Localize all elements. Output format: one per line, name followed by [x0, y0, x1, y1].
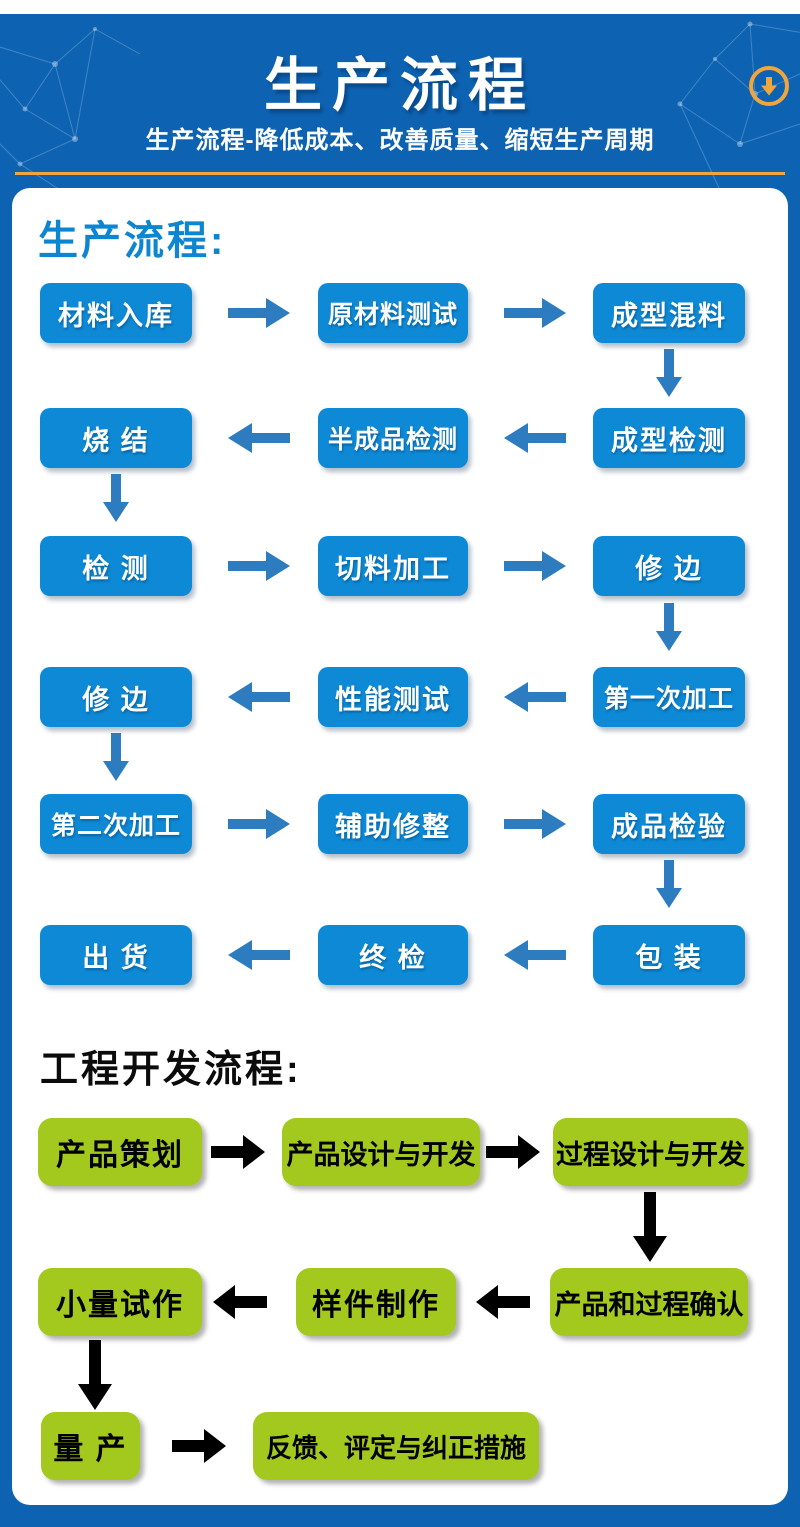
page-subtitle: 生产流程-降低成本、改善质量、缩短生产周期 — [145, 127, 655, 154]
top-white-strip — [0, 0, 800, 14]
production-step-3-2: 切料加工 — [318, 536, 468, 596]
engineering-step-2-2: 样件制作 — [296, 1268, 456, 1336]
production-step-6-2: 终 检 — [318, 925, 468, 985]
engineering-step-1-3: 过程设计与开发 — [553, 1118, 748, 1186]
production-step-1-2: 原材料测试 — [318, 283, 468, 343]
engineering-step-2-1: 小量试作 — [38, 1268, 202, 1336]
engineering-step-1-1: 产品策划 — [38, 1118, 202, 1186]
engineering-step-3-1: 量 产 — [41, 1412, 140, 1480]
production-step-4-1: 修 边 — [40, 667, 192, 727]
production-flow-heading: 生产流程: — [38, 219, 227, 263]
engineering-step-1-2: 产品设计与开发 — [282, 1118, 480, 1186]
production-step-2-2: 半成品检测 — [318, 408, 468, 468]
production-step-5-1: 第二次加工 — [40, 794, 192, 854]
engineering-step-3-2: 反馈、评定与纠正措施 — [253, 1412, 539, 1480]
production-step-6-3: 包 装 — [593, 925, 745, 985]
down-arrow-glyph — [761, 76, 777, 96]
page-title: 生产流程 — [263, 53, 536, 118]
gold-divider — [15, 172, 785, 175]
production-step-3-1: 检 测 — [40, 536, 192, 596]
production-step-4-2: 性能测试 — [318, 667, 468, 727]
production-step-6-1: 出 货 — [40, 925, 192, 985]
production-step-4-3: 第一次加工 — [593, 667, 745, 727]
production-step-3-3: 修 边 — [593, 536, 745, 596]
production-step-2-3: 成型检测 — [593, 408, 745, 468]
circle-down-arrow-icon[interactable] — [749, 66, 789, 106]
engineering-flow-heading: 工程开发流程: — [40, 1049, 302, 1091]
production-step-2-1: 烧 结 — [40, 408, 192, 468]
production-step-5-2: 辅助修整 — [318, 794, 468, 854]
production-step-1-3: 成型混料 — [593, 283, 745, 343]
production-step-1-1: 材料入库 — [40, 283, 192, 343]
production-step-5-3: 成品检验 — [593, 794, 745, 854]
engineering-step-2-3: 产品和过程确认 — [550, 1268, 748, 1336]
